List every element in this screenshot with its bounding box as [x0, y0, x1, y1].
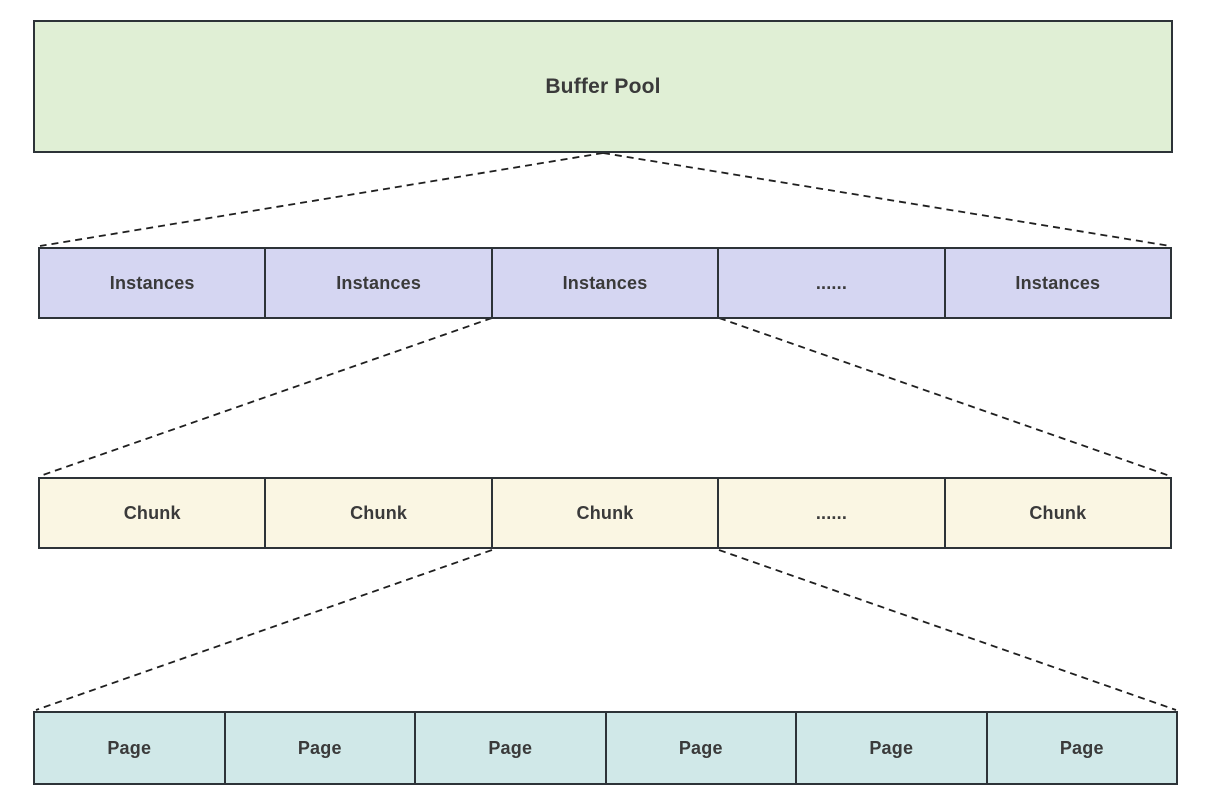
page-cell: Page [797, 713, 988, 783]
connector-chunk-page-right [718, 549, 1177, 711]
instances-cell: Instances [945, 249, 1171, 317]
page-cell: Page [225, 713, 416, 783]
ellipsis-cell: ...... [719, 249, 946, 317]
page-cell: Page [987, 713, 1176, 783]
ellipsis-cell: ...... [719, 479, 946, 547]
connector-bufferpool-instances-right [602, 152, 1171, 247]
page-cell: Page [35, 713, 226, 783]
connector-instances-chunk-left [39, 317, 493, 477]
connector-bufferpool-instances-left [39, 152, 604, 247]
buffer-pool-label: Buffer Pool [545, 74, 661, 98]
page-row: Page Page Page Page Page Page [33, 711, 1178, 785]
chunk-cell: Chunk [945, 479, 1171, 547]
instances-cell: Instances [40, 249, 267, 317]
page-cell: Page [416, 713, 607, 783]
connector-instances-chunk-right [718, 317, 1171, 477]
chunk-row: Chunk Chunk Chunk ...... Chunk [38, 477, 1172, 549]
chunk-cell: Chunk [266, 479, 493, 547]
chunk-cell: Chunk [40, 479, 267, 547]
instances-cell: Instances [492, 249, 720, 317]
chunk-cell: Chunk [492, 479, 720, 547]
connector-chunk-page-left [35, 549, 493, 711]
page-cell: Page [606, 713, 797, 783]
instances-cell: Instances [266, 249, 493, 317]
buffer-pool-box: Buffer Pool [33, 20, 1173, 153]
instances-row: Instances Instances Instances ...... Ins… [38, 247, 1172, 319]
